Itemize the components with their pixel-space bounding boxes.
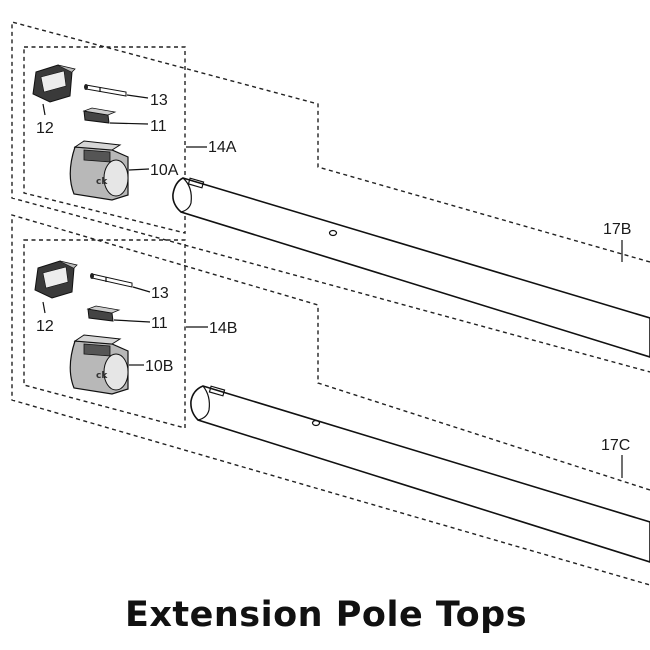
outer-boundary-b	[11, 214, 650, 586]
assembly-14a: ck 13 12 11 10A 14A 17B	[11, 21, 650, 373]
clip-part-12	[32, 64, 76, 103]
callout-11-a: 11	[150, 118, 167, 135]
assembly-14b: ck 13 12 11 10B 14B 17C	[11, 214, 650, 586]
kit-boundary-14a	[23, 46, 186, 234]
callout-11-b: 11	[151, 315, 168, 332]
svg-text:ck: ck	[96, 177, 108, 187]
callout-10b: 10B	[145, 358, 173, 375]
pole-label-17c: 17C	[601, 437, 630, 454]
callout-12-b: 12	[36, 318, 54, 335]
spring-plate-part-11	[82, 107, 117, 124]
lock-head-part-10a: ck	[69, 140, 129, 201]
pin-part-13	[84, 84, 127, 97]
clip-part-12-b	[34, 260, 78, 299]
kit-label-14a: 14A	[208, 139, 237, 156]
diagram-title: Extension Pole Tops	[125, 595, 527, 635]
kit-boundary-14b	[23, 239, 186, 429]
lock-head-part-10b: ck	[69, 334, 129, 395]
kit-label-14b: 14B	[209, 320, 237, 337]
pole-17b	[172, 177, 650, 358]
callout-12-a: 12	[36, 120, 54, 137]
callout-13-a: 13	[150, 92, 168, 109]
pin-part-13-b	[90, 273, 133, 288]
callout-10a: 10A	[150, 162, 179, 179]
pole-17c	[190, 385, 650, 563]
pole-label-17b: 17B	[603, 221, 631, 238]
svg-text:ck: ck	[96, 371, 108, 381]
spring-plate-part-11-b	[86, 305, 121, 322]
outer-boundary-a	[11, 21, 650, 373]
callout-13-b: 13	[151, 285, 169, 302]
